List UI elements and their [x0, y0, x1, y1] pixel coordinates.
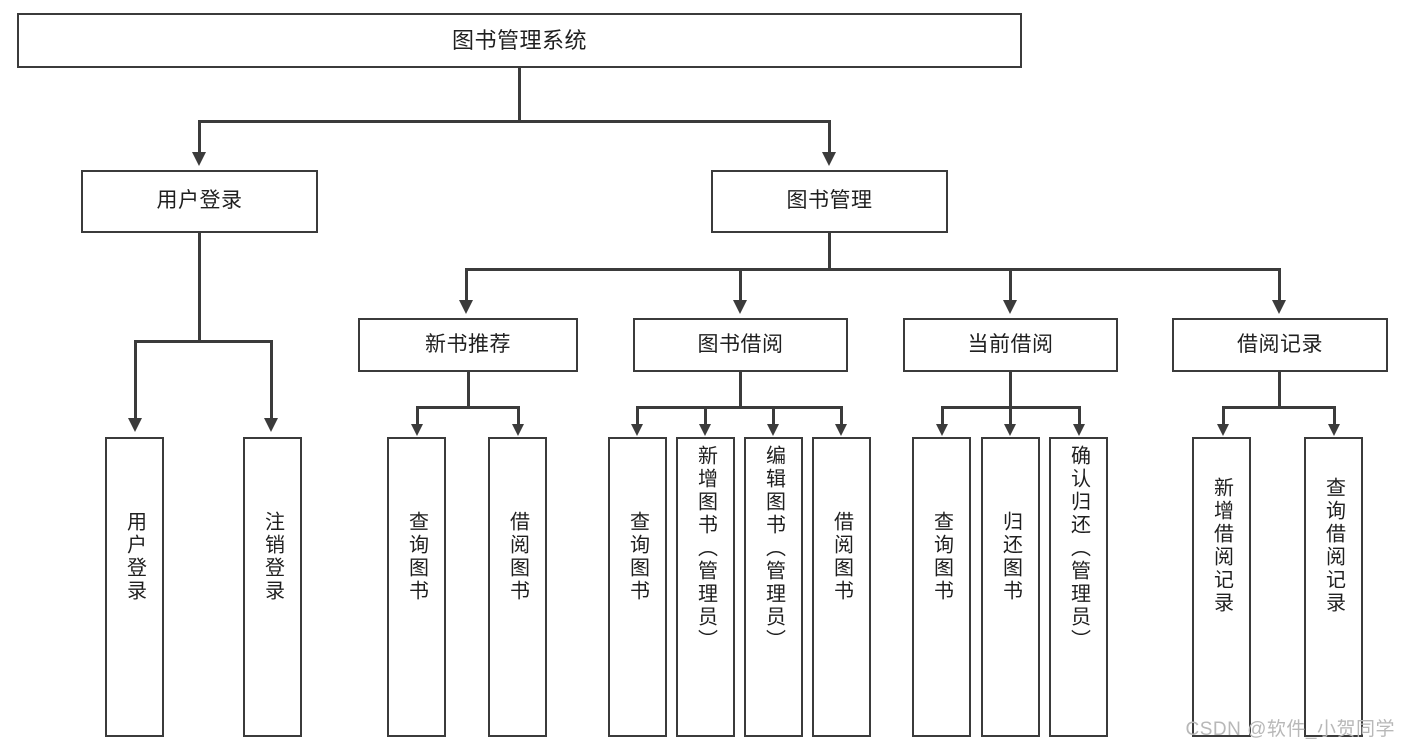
connector-book-borrow-stem — [739, 372, 742, 406]
arrow-newbook-to-leaf-1 — [411, 424, 423, 436]
connector-bookborrow-to-leaf-3 — [772, 406, 775, 424]
node-label: 注销登录 — [261, 511, 284, 603]
node-label: 图书管理系统 — [451, 27, 587, 53]
arrow-bookborrow-to-leaf-1 — [631, 424, 643, 436]
arrow-bm-to-book-borrow — [733, 300, 747, 314]
connector-currentborrow-to-leaf-2 — [1009, 406, 1012, 424]
leaf-book-borrow-add-book-admin[interactable]: 新增图书（管理员） — [676, 437, 735, 737]
connector-borrow-record-stem — [1278, 372, 1281, 406]
arrow-currentborrow-to-leaf-2 — [1004, 424, 1016, 436]
connector-book-borrow-bus — [636, 406, 842, 409]
connector-new-book-stem — [467, 372, 470, 406]
arrow-bm-to-borrow-record — [1272, 300, 1286, 314]
node-label: 归还图书 — [999, 511, 1022, 603]
connector-newbook-to-leaf-1 — [416, 406, 419, 424]
connector-user-login-to-leaf-2 — [270, 340, 273, 418]
node-label: 用户登录 — [156, 189, 243, 213]
node-label: 新书推荐 — [425, 332, 511, 356]
arrow-currentborrow-to-leaf-1 — [936, 424, 948, 436]
connector-bookborrow-to-leaf-2 — [704, 406, 707, 424]
connector-borrow-record-bus — [1222, 406, 1335, 409]
connector-root-bus — [198, 120, 830, 123]
connector-bm-to-new-book — [465, 268, 468, 300]
connector-book-management-stem — [828, 233, 831, 268]
connector-borrowrecord-to-leaf-1 — [1222, 406, 1225, 424]
connector-current-borrow-stem — [1009, 372, 1012, 406]
node-label: 编辑图书（管理员） — [762, 445, 785, 652]
leaf-borrow-record-query-record[interactable]: 查询借阅记录 — [1304, 437, 1363, 737]
connector-bookborrow-to-leaf-4 — [840, 406, 843, 424]
connector-new-book-bus — [416, 406, 519, 409]
leaf-book-borrow-borrow-books[interactable]: 借阅图书 — [812, 437, 871, 737]
node-label: 当前借阅 — [967, 332, 1054, 356]
leaf-new-book-query-books[interactable]: 查询图书 — [387, 437, 446, 737]
connector-user-login-to-leaf-1 — [134, 340, 137, 418]
connector-bm-to-book-borrow — [739, 268, 742, 300]
node-user-login[interactable]: 用户登录 — [81, 170, 318, 233]
node-book-management[interactable]: 图书管理 — [711, 170, 948, 233]
arrow-bookborrow-to-leaf-2 — [699, 424, 711, 436]
node-label: 借阅记录 — [1237, 332, 1323, 356]
node-label: 借阅图书 — [830, 511, 853, 603]
arrow-root-to-book-management — [822, 152, 836, 166]
leaf-borrow-record-add-record[interactable]: 新增借阅记录 — [1192, 437, 1251, 737]
arrow-bookborrow-to-leaf-4 — [835, 424, 847, 436]
connector-bm-to-borrow-record — [1278, 268, 1281, 300]
arrow-user-login-to-leaf-1 — [128, 418, 142, 432]
node-label: 确认归还（管理员） — [1067, 445, 1090, 652]
node-label: 新增图书（管理员） — [694, 445, 717, 652]
arrow-bm-to-current-borrow — [1003, 300, 1017, 314]
node-label: 图书借阅 — [697, 332, 784, 356]
connector-currentborrow-to-leaf-1 — [941, 406, 944, 424]
arrow-newbook-to-leaf-2 — [512, 424, 524, 436]
connector-bookborrow-to-leaf-1 — [636, 406, 639, 424]
leaf-user-login-login[interactable]: 用户登录 — [105, 437, 164, 737]
leaf-user-login-logout[interactable]: 注销登录 — [243, 437, 302, 737]
leaf-current-borrow-query-books[interactable]: 查询图书 — [912, 437, 971, 737]
connector-root-to-book-management — [828, 120, 831, 152]
connector-user-login-stem — [198, 233, 201, 340]
connector-root-to-user-login — [198, 120, 201, 152]
leaf-current-borrow-confirm-return-admin[interactable]: 确认归还（管理员） — [1049, 437, 1108, 737]
connector-book-management-bus — [465, 268, 1280, 271]
arrow-currentborrow-to-leaf-3 — [1073, 424, 1085, 436]
arrow-bm-to-new-book — [459, 300, 473, 314]
node-current-borrow[interactable]: 当前借阅 — [903, 318, 1118, 372]
connector-borrowrecord-to-leaf-2 — [1333, 406, 1336, 424]
node-new-book-recommend[interactable]: 新书推荐 — [358, 318, 578, 372]
arrow-root-to-user-login — [192, 152, 206, 166]
leaf-book-borrow-edit-book-admin[interactable]: 编辑图书（管理员） — [744, 437, 803, 737]
leaf-new-book-borrow-books[interactable]: 借阅图书 — [488, 437, 547, 737]
node-label: 图书管理 — [786, 189, 873, 213]
node-borrow-record[interactable]: 借阅记录 — [1172, 318, 1388, 372]
arrow-user-login-to-leaf-2 — [264, 418, 278, 432]
connector-user-login-bus — [134, 340, 272, 343]
node-label: 查询图书 — [405, 511, 428, 603]
arrow-bookborrow-to-leaf-3 — [767, 424, 779, 436]
node-label: 新增借阅记录 — [1210, 477, 1233, 615]
leaf-current-borrow-return-books[interactable]: 归还图书 — [981, 437, 1040, 737]
node-label: 借阅图书 — [506, 511, 529, 603]
leaf-book-borrow-query-books[interactable]: 查询图书 — [608, 437, 667, 737]
node-label: 查询借阅记录 — [1322, 477, 1345, 615]
connector-currentborrow-to-leaf-3 — [1078, 406, 1081, 424]
node-label: 查询图书 — [626, 511, 649, 603]
connector-root-stem-vertical — [518, 68, 521, 120]
node-label: 用户登录 — [123, 511, 146, 603]
connector-bm-to-current-borrow — [1009, 268, 1012, 300]
node-root-book-management-system[interactable]: 图书管理系统 — [17, 13, 1022, 68]
arrow-borrowrecord-to-leaf-2 — [1328, 424, 1340, 436]
node-label: 查询图书 — [930, 511, 953, 603]
node-book-borrow[interactable]: 图书借阅 — [633, 318, 848, 372]
arrow-borrowrecord-to-leaf-1 — [1217, 424, 1229, 436]
connector-newbook-to-leaf-2 — [517, 406, 520, 424]
